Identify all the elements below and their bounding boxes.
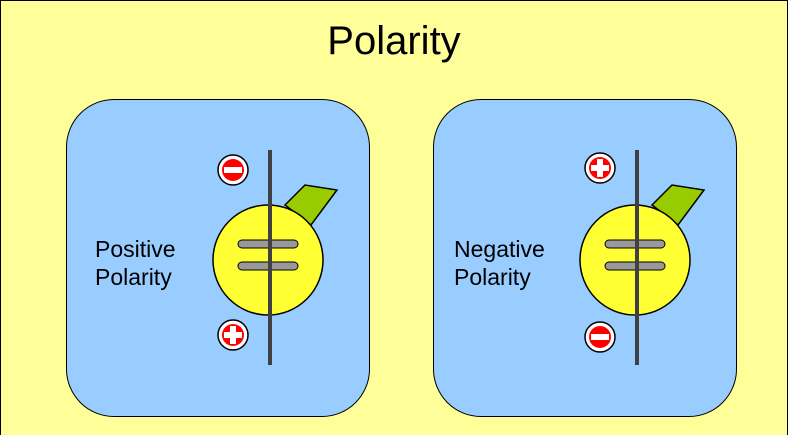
label-line-2: Polarity bbox=[95, 264, 172, 290]
plus-sign-icon bbox=[584, 152, 616, 184]
plus-sign-icon bbox=[217, 319, 249, 351]
label-line-1: Positive bbox=[95, 236, 176, 262]
page-title: Polarity bbox=[327, 19, 461, 63]
positive-polarity-label: Positive Polarity bbox=[95, 235, 176, 291]
label-line-2: Polarity bbox=[454, 264, 531, 290]
label-line-1: Negative bbox=[454, 236, 545, 262]
electrode-holder-icon bbox=[212, 150, 339, 365]
electrode-holder-icon bbox=[579, 150, 706, 365]
positive-polarity-panel: Positive Polarity bbox=[66, 99, 370, 417]
minus-sign-icon bbox=[584, 321, 616, 353]
negative-polarity-label: Negative Polarity bbox=[454, 235, 545, 291]
minus-sign-icon bbox=[217, 154, 249, 186]
negative-polarity-panel: Negative Polarity bbox=[433, 99, 737, 417]
